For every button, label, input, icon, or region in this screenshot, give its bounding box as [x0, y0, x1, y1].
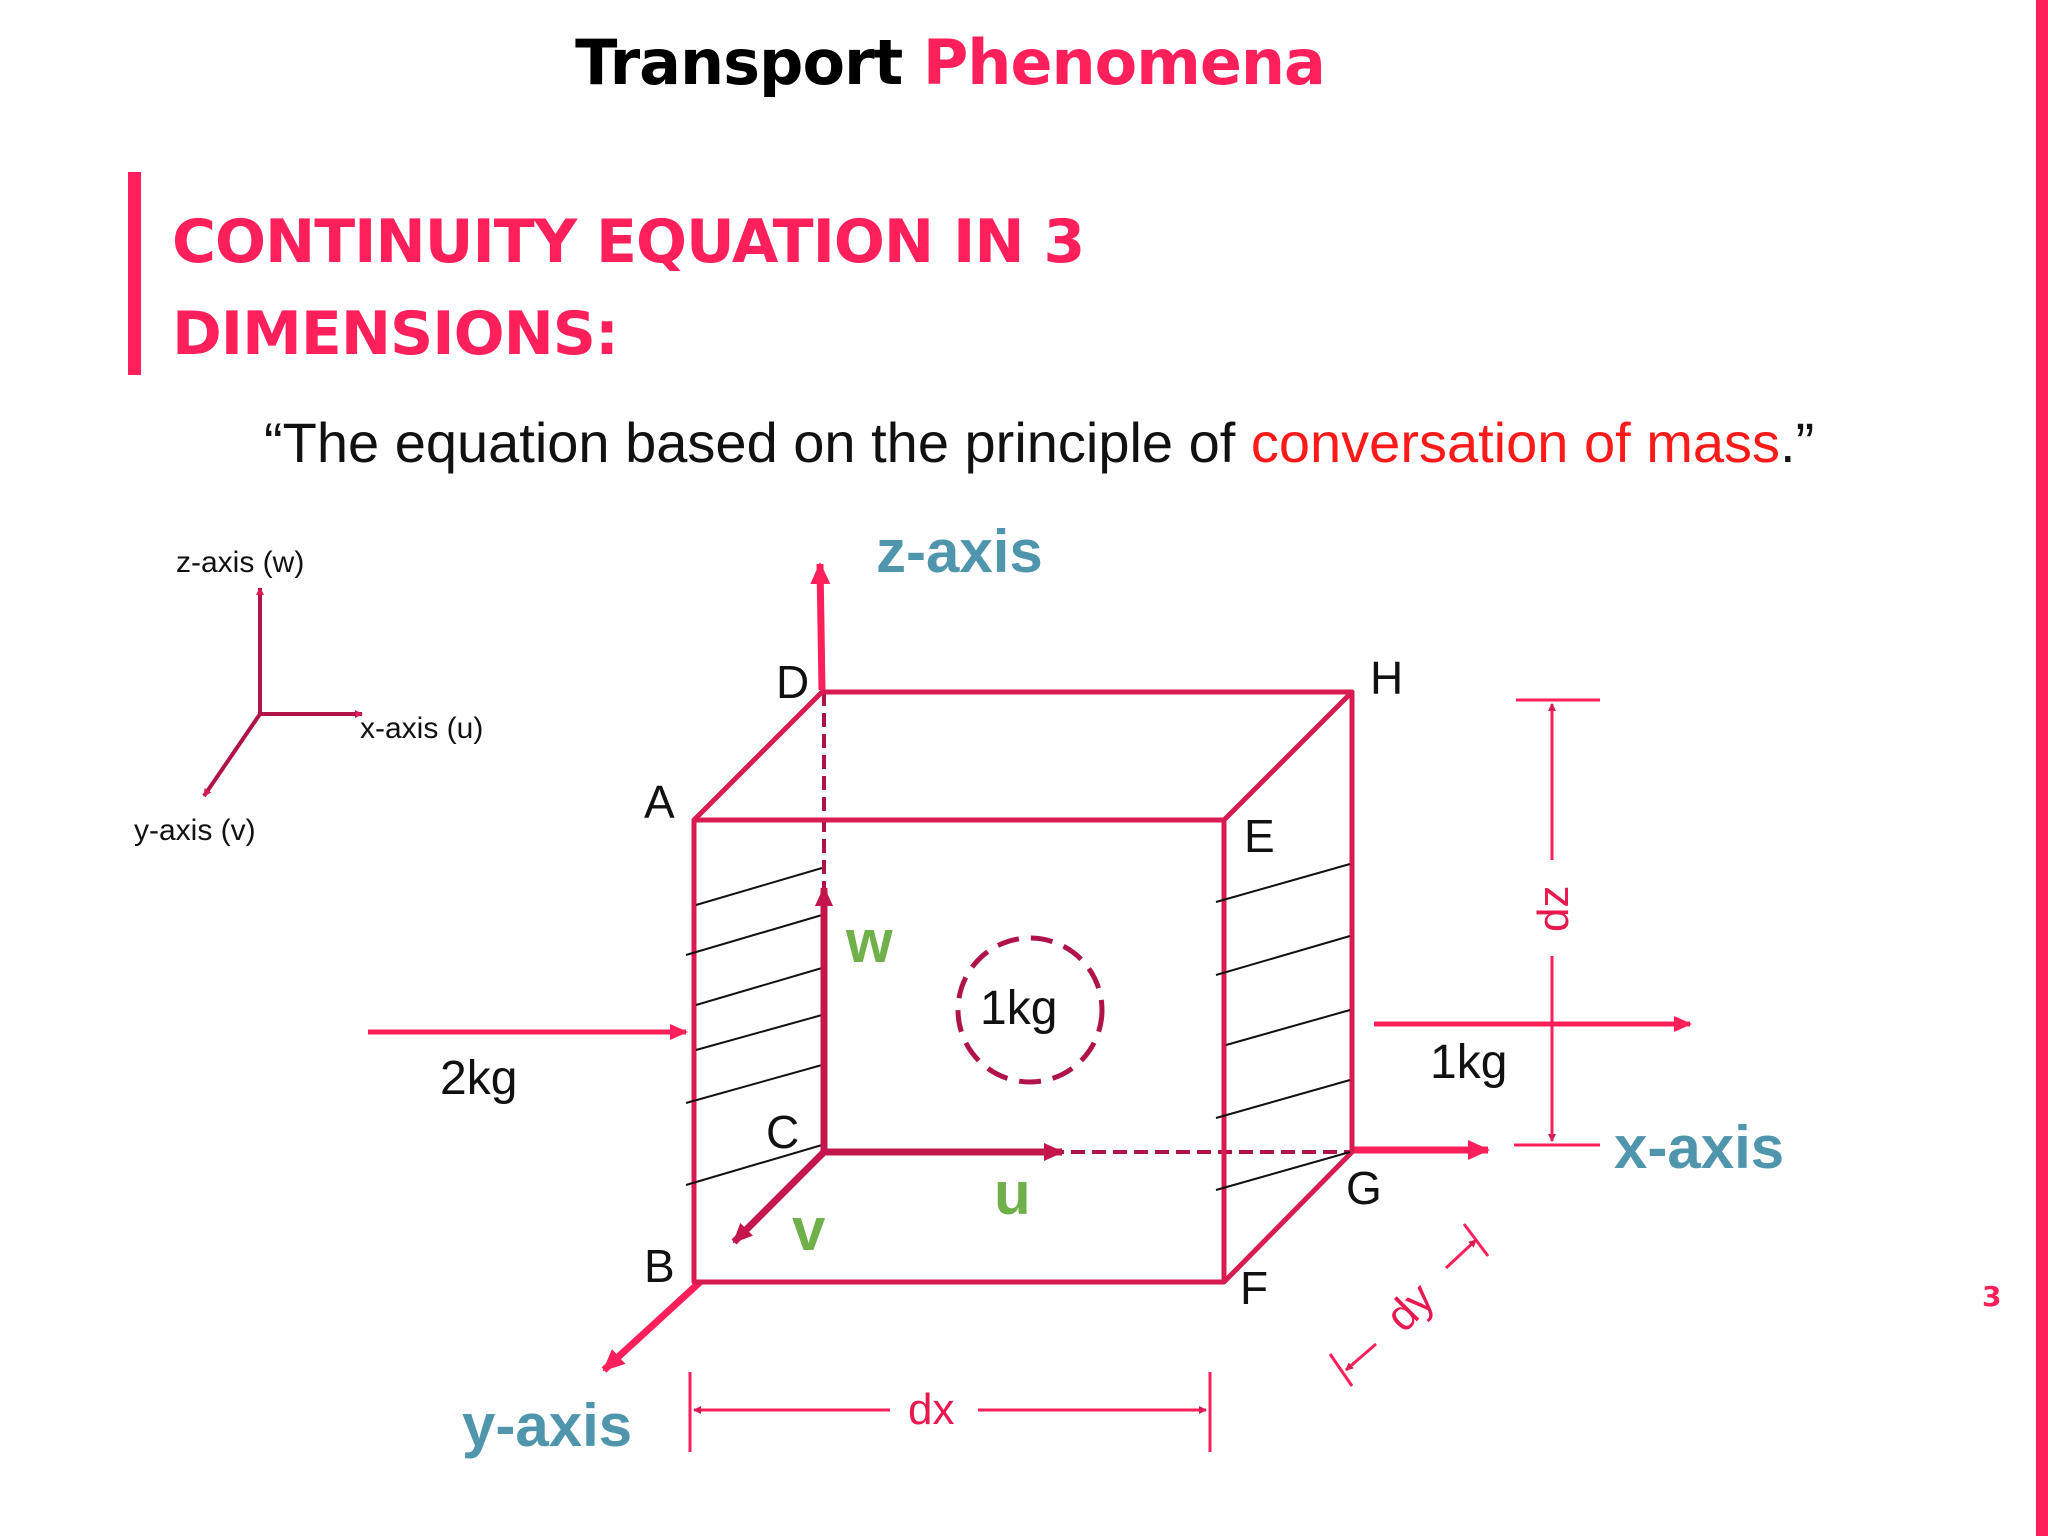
z-axis-arrow — [810, 562, 831, 691]
hatch-right-face — [1215, 863, 1351, 1191]
control-volume-box — [691, 689, 1355, 1285]
legend-axes: z-axis (w) x-axis (u) y-axis (v) — [134, 546, 483, 847]
header-word-transport: Transport — [575, 26, 903, 99]
quote-text: “The equation based on the principle of — [264, 411, 1251, 474]
w-component-label: w — [845, 908, 893, 975]
x-axis-label: x-axis — [1614, 1114, 1784, 1181]
box-right-face — [1222, 692, 1355, 1284]
page-number: 3 — [1982, 1280, 2002, 1313]
dimension-dz: dz — [1514, 698, 1600, 1147]
vertex-g-label: G — [1346, 1162, 1382, 1214]
legend-x-label: x-axis (u) — [360, 712, 483, 745]
y-axis-arrow — [601, 1279, 703, 1373]
dz-label: dz — [1529, 886, 1578, 932]
quote-end: .” — [1780, 411, 1815, 474]
dy-label: dy — [1376, 1274, 1444, 1342]
vertex-d-label: D — [776, 656, 809, 708]
legend-z-label: z-axis (w) — [176, 546, 304, 579]
dimension-dy: dy — [1328, 1223, 1490, 1387]
header-word-phenomena: Phenomena — [922, 26, 1326, 99]
hatch-left-face — [685, 867, 823, 1186]
y-axis-label: y-axis — [462, 1392, 632, 1459]
center-mass-circle — [955, 935, 1105, 1085]
dx-label: dx — [908, 1385, 954, 1434]
vertex-b-label: B — [644, 1240, 675, 1292]
box-front-face — [691, 817, 1227, 1285]
vertex-f-label: F — [1240, 1262, 1268, 1314]
legend-y-arrow — [202, 712, 262, 798]
title-accent-bar — [128, 172, 141, 375]
vertex-e-label: E — [1244, 810, 1275, 862]
slide-title-line2: DIMENSIONS: — [172, 299, 619, 369]
legend-y-label: y-axis (v) — [134, 814, 256, 847]
u-component-label: u — [994, 1160, 1031, 1227]
vertex-h-label: H — [1370, 652, 1403, 704]
inflow-mass-label: 2kg — [440, 1052, 517, 1105]
outflow-mass-label: 1kg — [1430, 1036, 1507, 1089]
slide-title: CONTINUITY EQUATION IN 3 DIMENSIONS: — [172, 196, 1085, 380]
dimension-dx: dx — [688, 1372, 1212, 1452]
z-axis-label: z-axis — [876, 518, 1043, 585]
v-component-label: v — [792, 1196, 826, 1263]
vertex-c-label: C — [766, 1106, 799, 1158]
vertex-a-label: A — [644, 776, 675, 828]
header-title: Transport Phenomena — [0, 26, 1900, 99]
slide-title-line1: CONTINUITY EQUATION IN 3 — [172, 207, 1085, 277]
center-mass-label: 1kg — [980, 982, 1057, 1035]
quote-highlight: conversation of mass — [1250, 411, 1781, 474]
v-velocity-arrow — [731, 1149, 827, 1245]
definition-quote: “The equation based on the principle of … — [264, 410, 1814, 475]
right-accent-bar — [2036, 0, 2048, 1536]
box-top-face — [692, 689, 1355, 822]
